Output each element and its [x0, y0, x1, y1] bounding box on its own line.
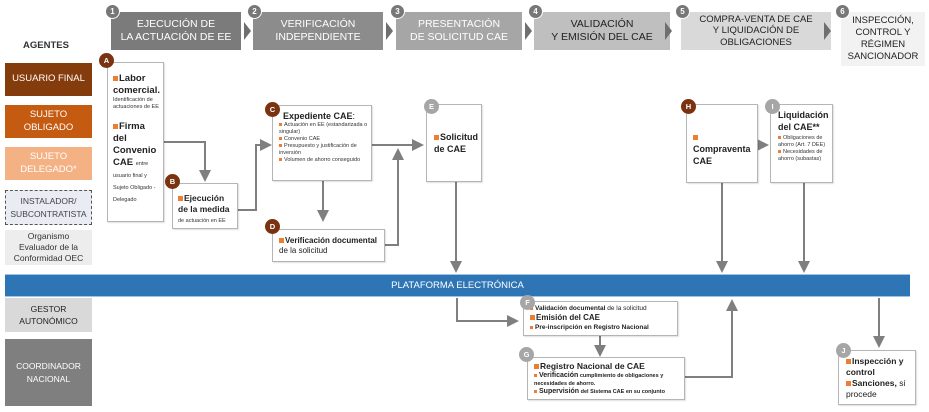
- agent-usuario-final: USUARIO FINAL: [5, 63, 92, 96]
- agents-title: AGENTES: [23, 40, 69, 51]
- arrow-d-to-e: [385, 148, 404, 246]
- bullet-icon: [846, 381, 851, 387]
- badge-c: C: [265, 102, 280, 117]
- bullet-icon: [534, 390, 537, 394]
- badge-g: G: [519, 347, 534, 362]
- box-i-liquidacion-cae: Liquidación del CAE** Obligaciones de ah…: [770, 104, 833, 183]
- bullet-icon: [778, 136, 781, 140]
- box-h-compraventa-cae: Compraventa CAE: [686, 104, 758, 183]
- bullet-icon: [530, 315, 535, 321]
- bullet-icon: [279, 144, 282, 148]
- badge-i: I: [765, 99, 780, 114]
- bullet-icon: [693, 135, 698, 141]
- stage-1-number: 1: [105, 4, 120, 19]
- box-c-expediente-cae: Expediente CAE: Actuación en EE (estanda…: [272, 105, 372, 181]
- box-j-inspeccion-control: Inspección y control Sanciones, si proce…: [838, 350, 916, 405]
- badge-j: J: [836, 343, 851, 358]
- stage-4-number: 4: [528, 4, 543, 19]
- bullet-icon: [279, 238, 284, 244]
- box-e-solicitud-cae: Solicitud de CAE: [426, 104, 482, 182]
- chevron-right-icon: [525, 22, 532, 40]
- bullet-icon: [434, 135, 439, 141]
- bullet-icon: [846, 359, 851, 365]
- chevron-right-icon: [824, 22, 831, 40]
- chevron-right-icon: [244, 22, 251, 40]
- arrow-b-to-c: [238, 139, 272, 211]
- agent-instalador: INSTALADOR/SUBCONTRATISTA: [5, 190, 92, 225]
- badge-d: D: [265, 219, 280, 234]
- stage-5-number: 5: [675, 4, 690, 19]
- bullet-icon: [178, 196, 183, 202]
- bullet-icon: [534, 374, 537, 378]
- bullet-icon: [279, 123, 282, 127]
- arrow-platform-to-f: [456, 298, 519, 327]
- platform-bar: PLATAFORMA ELECTRÓNICA: [5, 274, 910, 297]
- badge-f: F: [520, 295, 535, 310]
- arrow-a-to-b: [164, 141, 211, 182]
- box-a-labor-comercial: Labor comercial. Identificación de actua…: [107, 62, 164, 222]
- chevron-right-icon: [665, 22, 672, 40]
- box-f-validacion-emision: Validación documental de la solicitud Em…: [523, 301, 678, 336]
- badge-a: A: [99, 53, 114, 68]
- bullet-icon: [534, 364, 539, 370]
- badge-e: E: [424, 99, 439, 114]
- bullet-icon: [113, 75, 118, 81]
- chevron-right-icon: [386, 22, 393, 40]
- bullet-icon: [279, 137, 282, 141]
- badge-b: B: [165, 174, 180, 189]
- bullet-icon: [279, 158, 282, 162]
- arrow-g-to-platform: [685, 299, 738, 378]
- stage-2-number: 2: [247, 4, 262, 19]
- box-b-ejecucion-medida: Ejecución de la medida de actuación en E…: [172, 183, 238, 229]
- stage-3-number: 3: [390, 4, 405, 19]
- badge-h: H: [681, 99, 696, 114]
- stage-6-number: 6: [835, 4, 850, 19]
- bullet-icon: [778, 150, 781, 154]
- bullet-icon: [113, 123, 118, 129]
- box-g-registro-nacional: Registro Nacional de CAE Verificación cu…: [527, 357, 685, 400]
- bullet-icon: [530, 325, 533, 329]
